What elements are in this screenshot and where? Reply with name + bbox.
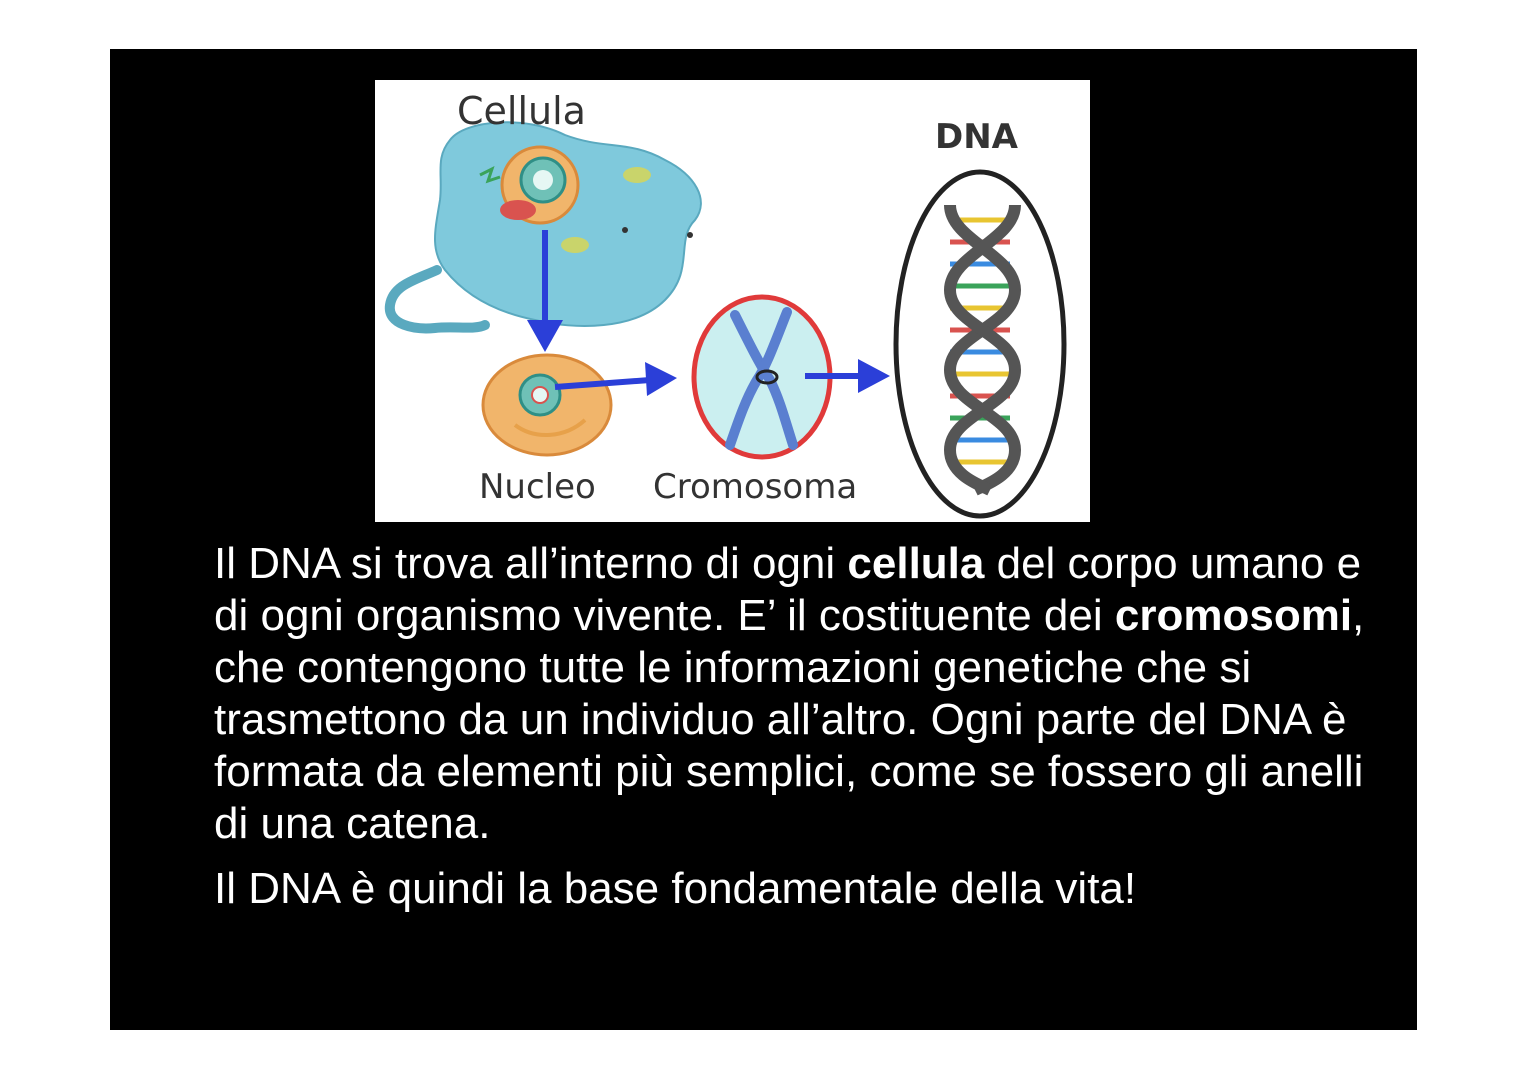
arrow-nucleus-to-chromosome [554, 362, 677, 396]
paragraph-dna-description: Il DNA si trova all’interno di ogni cell… [214, 538, 1394, 850]
arrow-chromosome-to-dna [805, 359, 890, 393]
dna-helix-illustration [893, 169, 1067, 519]
text-segment: Il DNA si trova all’interno di ogni [214, 539, 848, 588]
arrow-cell-to-nucleus [527, 230, 563, 352]
text-segment: del corpo umano e di ogni organismo vive… [214, 539, 1362, 640]
label-chromosome: Cromosoma [653, 467, 857, 507]
label-dna: DNA [935, 117, 1019, 157]
keyword-cellula: cellula [847, 539, 985, 588]
label-nucleus: Nucleo [479, 467, 596, 507]
dna-diagram-svg: Cellula DNA Nucleo Cromosoma [384, 89, 1067, 519]
keyword-cromosomi: cromosomi [1114, 591, 1353, 640]
nucleus-illustration [481, 353, 613, 457]
slide-body-text: Il DNA si trova all’interno di ogni cell… [214, 538, 1394, 915]
chromosome-illustration [691, 294, 833, 460]
cell-illustration [384, 121, 702, 334]
text-segment: , che contengono tutte le informazioni g… [214, 591, 1365, 848]
slide: Cellula DNA Nucleo Cromosoma Il DNA si t… [110, 49, 1417, 1030]
dna-diagram-image: Cellula DNA Nucleo Cromosoma [375, 80, 1090, 522]
paragraph-conclusion: Il DNA è quindi la base fondamentale del… [214, 864, 1137, 913]
label-cell: Cellula [457, 89, 586, 133]
